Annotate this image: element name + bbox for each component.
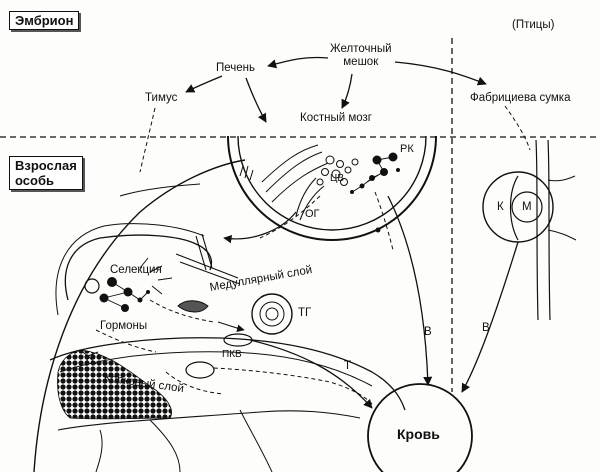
thymus-outer-contour <box>33 159 246 472</box>
bone-marrow-label: Костный мозг <box>300 112 372 124</box>
dashed-cortex-flow <box>165 371 225 395</box>
selection-cells <box>99 277 150 312</box>
og-label: ОГ <box>305 208 320 220</box>
blood-label: Кровь <box>397 426 440 442</box>
bursa-duct-branch <box>547 175 577 241</box>
arrow-marrow-to-blood <box>387 195 433 386</box>
tsv-label: ЦВ <box>330 173 345 184</box>
liver-label: Печень <box>216 62 256 74</box>
arrow-to-tg <box>217 321 245 333</box>
dashed-marrow-to-thymus <box>259 195 321 239</box>
selection-macrophage <box>84 278 100 294</box>
tg-circle-core <box>265 307 279 321</box>
birds-label: (Птицы) <box>512 19 555 31</box>
thymus-lobule-outline <box>64 234 213 301</box>
pkv-ellipse <box>185 361 215 379</box>
marrow-hatch <box>239 165 254 181</box>
dashed-marrow-down <box>374 191 394 251</box>
arrow-liver-to-thymus <box>185 75 223 93</box>
selection-dendritic <box>139 257 173 295</box>
bursa-k-label: К <box>497 201 504 213</box>
arrow-liver-to-marrow <box>245 77 267 123</box>
blood-circle <box>367 383 473 472</box>
thymus-septum <box>175 253 241 285</box>
thymus-upper-arc <box>119 183 201 197</box>
arrow-yolk-to-marrow <box>341 73 353 109</box>
arrow-yolk-to-bursa <box>394 61 487 86</box>
bursa-medulla <box>511 191 543 223</box>
cortex-dense-region <box>57 349 172 420</box>
embryo-label: Эмбрион <box>9 11 80 30</box>
marrow-cell-links <box>351 156 394 193</box>
tg-label: ТГ <box>298 307 312 319</box>
thymus-bottom-edge <box>57 410 361 431</box>
bone-marrow-outer <box>227 135 437 241</box>
marrow-vessel-2 <box>265 151 323 193</box>
marrow-vessel-3 <box>271 162 329 203</box>
og-structure <box>295 177 325 221</box>
arrow-bursa-to-blood <box>461 241 519 393</box>
arrow-marrow-to-thymus <box>223 211 297 244</box>
rk-label: РК <box>400 143 414 155</box>
yolk-sac-label: Желточный мешок <box>330 43 392 68</box>
bursa-m-label: М <box>522 201 532 213</box>
marrow-exit-dot <box>375 227 381 233</box>
bursa-divide <box>509 175 519 241</box>
adult-label: Взрослая особь <box>9 156 83 190</box>
hormones-label: Гормоны <box>100 320 148 332</box>
dashed-thymus-down <box>139 107 156 173</box>
marrow-dark-cells <box>350 152 400 194</box>
b-right-label: В <box>482 322 490 334</box>
thymus-connective <box>95 409 273 472</box>
marrow-cell-cluster <box>316 155 359 186</box>
thymus-capsule-lower <box>49 337 406 411</box>
arrow-yolk-to-liver <box>267 56 329 69</box>
thymus-label: Тимус <box>145 92 178 104</box>
dashed-hormone-flow <box>95 329 157 353</box>
epithelial-cell <box>177 300 209 313</box>
bursa-label: Фабрициева сумка <box>470 92 571 104</box>
bone-marrow-inner <box>237 135 427 231</box>
tg-circle-inner <box>259 301 285 327</box>
arrow-thymus-to-blood <box>249 339 373 409</box>
pkv-label: ПКВ <box>222 349 242 360</box>
thymus-vessel-cross <box>195 233 213 271</box>
marrow-vessel-1 <box>261 144 319 183</box>
dashed-pkv-flow <box>213 367 373 405</box>
bursa-duct <box>535 139 551 321</box>
selection-links <box>102 281 149 309</box>
b-left-label: В <box>424 326 432 338</box>
dashed-bursa-down <box>504 105 531 151</box>
selection-label: Селекция <box>110 264 162 276</box>
thymus-lobule-outline-2 <box>55 223 205 316</box>
cortex-star-cell <box>79 349 99 367</box>
tg-circle <box>251 293 293 335</box>
t-label: Т <box>344 360 352 372</box>
